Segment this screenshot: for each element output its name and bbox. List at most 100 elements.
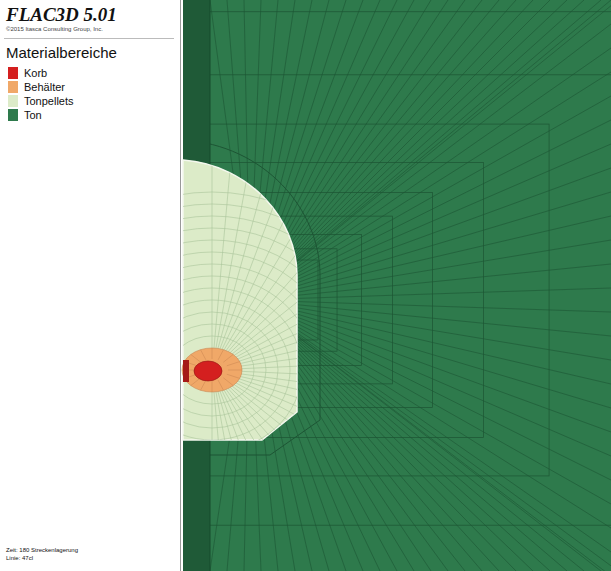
legend-text: Tonpellets — [24, 95, 74, 107]
mesh-line — [212, 370, 494, 522]
mesh-line — [212, 370, 269, 571]
mesh-line — [218, 350, 223, 360]
container-ring — [182, 348, 242, 392]
mesh-line — [212, 170, 462, 370]
mesh-line — [250, 300, 611, 571]
mesh-line — [212, 244, 506, 370]
mesh-line — [250, 48, 611, 300]
legend-panel: FLAC3D 5.01©2015 Itasca Consulting Group… — [0, 0, 180, 571]
legend-swatch — [8, 67, 18, 79]
mesh-line — [227, 362, 240, 366]
mesh-line — [250, 300, 611, 552]
mesh-line — [250, 0, 611, 300]
mesh-line — [50, 216, 374, 524]
mesh-line — [210, 0, 611, 571]
panel-border — [180, 0, 181, 571]
mesh-line — [212, 370, 376, 571]
mesh-line — [210, 12, 611, 571]
software-title: FLAC3D 5.01 — [6, 4, 117, 26]
mesh-line — [250, 300, 611, 528]
mesh-line — [250, 72, 611, 300]
mesh-line — [250, 300, 611, 408]
basket-core — [194, 361, 222, 381]
mesh-line — [212, 111, 400, 370]
mesh-line — [250, 300, 611, 571]
mesh-line — [212, 327, 529, 370]
container-mesh — [182, 348, 242, 392]
mesh-line — [212, 82, 351, 370]
legend-swatch — [8, 109, 18, 121]
mesh-line — [250, 300, 611, 456]
mesh-line — [212, 55, 269, 370]
mesh-line — [210, 124, 549, 476]
basket-section — [183, 360, 189, 382]
legend-text: Behälter — [24, 81, 65, 93]
mesh-line — [210, 0, 611, 571]
mesh-line — [250, 240, 611, 300]
mesh-line — [110, 276, 314, 464]
mesh-line — [250, 192, 611, 300]
mesh-line — [146, 312, 278, 428]
mesh-line — [62, 228, 362, 512]
footer-block: Zeit: 180 StreckenlagerungLinie: 47cl — [6, 546, 78, 562]
legend-swatch — [8, 95, 18, 107]
mesh-line — [250, 300, 611, 360]
mesh-line — [212, 356, 532, 370]
mesh-line — [210, 0, 611, 571]
mesh-line — [250, 0, 601, 300]
mesh-line — [201, 350, 206, 360]
mesh-line — [212, 370, 400, 571]
mesh-line — [212, 370, 532, 384]
mesh-line — [212, 50, 213, 370]
mesh-line — [250, 216, 611, 300]
mesh-line — [212, 348, 213, 359]
legend: KorbBehälterTonpelletsTon — [8, 66, 74, 122]
legend-row: Ton — [8, 108, 74, 122]
mesh-line — [250, 24, 611, 300]
mesh-line — [250, 288, 611, 300]
legend-panel — [0, 0, 180, 571]
mesh-line — [212, 62, 297, 370]
mesh-line — [212, 129, 423, 370]
copyright-note: ©2015 Itasca Consulting Group, Inc. — [6, 26, 103, 32]
pellet-mesh — [26, 50, 532, 571]
mesh-line — [86, 252, 338, 488]
mesh-line — [218, 380, 223, 390]
legend-text: Ton — [24, 109, 42, 121]
mesh-line — [122, 288, 302, 452]
mesh-line — [210, 0, 611, 571]
mesh-line — [212, 370, 213, 571]
mesh-line — [212, 370, 351, 571]
mesh-line — [212, 370, 529, 413]
mesh-line — [250, 264, 611, 300]
mesh-line — [212, 370, 516, 469]
mesh-line — [38, 204, 386, 536]
mesh-line — [250, 0, 611, 300]
legend-heading: Materialbereiche — [6, 44, 117, 61]
mesh-line — [250, 0, 584, 300]
mesh-line — [250, 300, 611, 432]
legend-swatch — [8, 81, 18, 93]
footer-note: Linie: 47cl — [6, 554, 78, 562]
mesh-line — [227, 374, 240, 378]
mesh-line — [250, 300, 611, 504]
mesh-line — [212, 370, 479, 546]
mesh-line — [26, 192, 398, 548]
mesh-line — [223, 354, 233, 362]
mesh-line — [201, 380, 206, 390]
mesh-line — [191, 354, 201, 362]
mesh-line — [212, 149, 443, 370]
mesh-line — [250, 144, 611, 300]
mesh-line — [212, 370, 524, 441]
mesh-line — [212, 370, 443, 571]
mesh-line — [250, 120, 611, 300]
mesh-line — [210, 0, 611, 571]
legend-row: Behälter — [8, 80, 74, 94]
mesh-line — [212, 370, 506, 496]
mesh-line — [212, 370, 241, 571]
legend-row: Korb — [8, 66, 74, 80]
mesh-line — [212, 51, 241, 370]
footer-note: Zeit: 180 Streckenlagerung — [6, 546, 78, 554]
mesh-grid — [210, 0, 611, 571]
